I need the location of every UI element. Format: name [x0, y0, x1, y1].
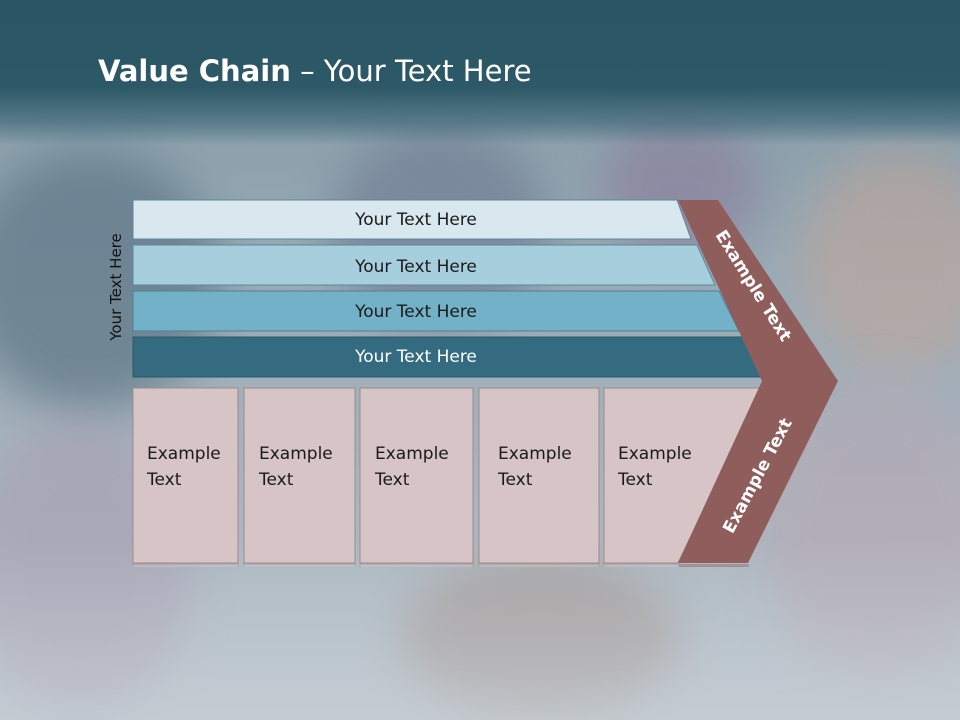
reflection-text: Text — [617, 637, 653, 657]
title-band — [0, 0, 960, 145]
bar-label: Your Text Here — [354, 347, 477, 367]
box-label: Text — [374, 470, 410, 490]
reflection-text: Example — [147, 663, 221, 683]
box-4 — [478, 387, 600, 564]
bars-group: Your Text Here Your Text Here Your Text … — [132, 199, 765, 378]
box-label: Text — [258, 470, 294, 490]
bar-1 — [132, 199, 692, 240]
background-blob — [800, 150, 960, 370]
box-label: Example — [618, 444, 692, 464]
title-bold: Value Chain — [98, 54, 291, 88]
reflection-text: Text — [497, 637, 533, 657]
reflection-text: Example — [259, 663, 333, 683]
reflection-text: Text — [374, 637, 410, 657]
reflection-text: Example — [618, 663, 692, 683]
box-label: Text — [617, 470, 653, 490]
title-rest: – Your Text Here — [290, 54, 532, 88]
box-label: Example — [259, 444, 333, 464]
chevron-shape — [678, 200, 838, 563]
box-label: Example — [498, 444, 572, 464]
box-label: Example — [375, 444, 449, 464]
diagram-reflection: Example Text Example Text Example Text E… — [132, 563, 829, 720]
bar-label: Your Text Here — [354, 302, 477, 322]
bar-2 — [132, 244, 716, 286]
box-label: Text — [146, 470, 182, 490]
box-3 — [359, 387, 474, 564]
box-label: Text — [497, 470, 533, 490]
reflection-text: Example — [498, 663, 572, 683]
box-2 — [243, 387, 356, 564]
reflection-text: Text — [258, 637, 294, 657]
reflection-text: Example — [375, 663, 449, 683]
bar-label: Your Text Here — [354, 257, 477, 277]
slide-title: Value Chain – Your Text Here — [98, 54, 532, 88]
box-1 — [132, 387, 239, 564]
boxes-group: Example Text Example Text Example Text E… — [132, 387, 763, 564]
reflection-text: Text — [146, 637, 182, 657]
bar-label: Your Text Here — [354, 210, 477, 230]
box-label: Example — [147, 444, 221, 464]
